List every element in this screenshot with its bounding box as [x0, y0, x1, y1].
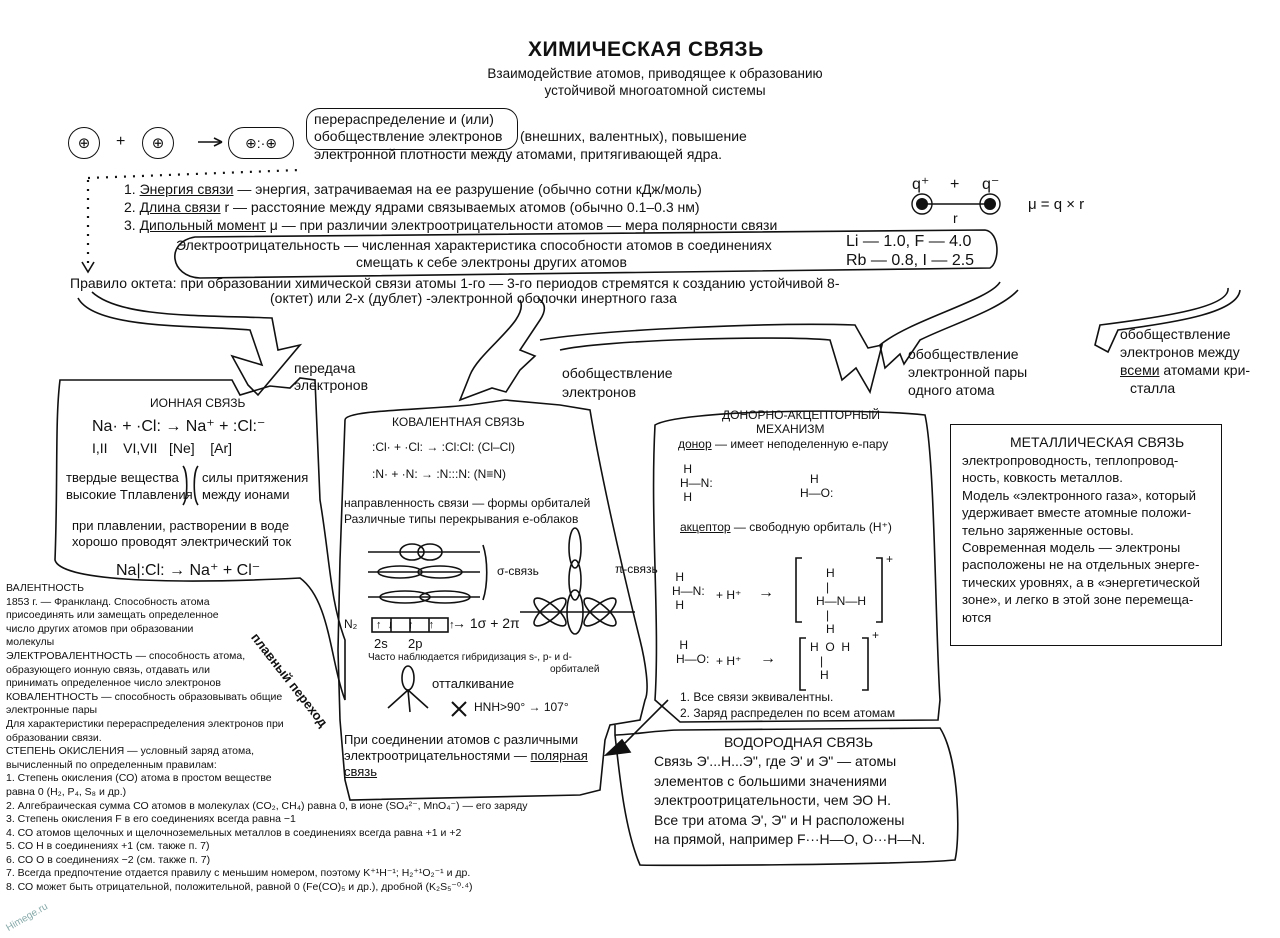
charge-plus-2: +	[872, 628, 880, 642]
plus-h-1: + H⁺	[716, 588, 742, 602]
arrow-label-pair-3: одного атома	[908, 382, 995, 398]
metallic-box	[950, 424, 1222, 646]
ionic-equation: Na· + ·Cl: → Na⁺ + :Cl:⁻	[92, 418, 266, 435]
page-title: ХИМИЧЕСКАЯ СВЯЗЬ	[528, 38, 764, 61]
arrow-label-pair-1: обобществление	[908, 346, 1019, 362]
arrow-label-sharing-1: обобществление	[562, 365, 673, 381]
plus-h-2: + H⁺	[716, 654, 742, 668]
pi-label: π-связь	[615, 562, 658, 576]
charge-negative: q⁻	[982, 176, 1000, 193]
hybrid-2: орбиталей	[550, 664, 600, 675]
orbital-2s: 2s	[374, 636, 388, 651]
water-structure-icon: H H—O:	[676, 638, 710, 666]
donor-definition: донор — имеет неподеленную е-пару	[678, 437, 889, 451]
charge-plus-1: +	[886, 552, 894, 566]
arrow-right-1: →	[758, 584, 774, 601]
arrow-label-pair-2: электронной пары	[908, 364, 1028, 380]
ionic-equation-2: Na|:Cl: → Na⁺ + Cl⁻	[116, 562, 261, 579]
valence-section: ВАЛЕНТНОСТЬ 1853 г. — Франкланд. Способн…	[6, 582, 528, 894]
orbital-2p: 2p	[408, 636, 423, 651]
polar-1: При соединении атомов с различными	[344, 732, 579, 747]
repulsion-label: отталкивание	[432, 676, 515, 691]
arrow-label-transfer-1: передача	[294, 360, 356, 376]
octet-rule-line-1: Правило октета: при образовании химическ…	[70, 275, 840, 291]
electronegativity-values-1: Li — 1.0, F — 4.0	[846, 233, 972, 250]
hydrogen-text: Связь Э'...H...Э", где Э' и Э" — атомы э…	[654, 753, 926, 847]
property-length: 2. Длина связи r — расстояние между ядра…	[124, 199, 700, 215]
distance-r: r	[953, 210, 958, 226]
water-structure-icon: H H—O:	[800, 472, 834, 500]
intro-line-3: электронной плотности между атомами, при…	[314, 146, 723, 162]
n2-label: N₂	[344, 617, 358, 631]
atom-icon: ⊕	[68, 127, 100, 159]
intro-boxed-line-2: обобществление электронов	[314, 128, 503, 144]
covalent-eq-2: :N· + ·N: → :N:::N: (N≡N)	[372, 467, 506, 481]
arrow-label-crystal-4: сталла	[1130, 380, 1176, 396]
hybrid-1: Часто наблюдается гибридизация s-, p- и …	[368, 652, 572, 663]
ammonia-structure-icon: H H—N: H	[680, 462, 713, 504]
ionic-right-1: силы притяжения	[202, 470, 309, 485]
ammonia-structure-icon: H H—N: H	[672, 570, 705, 612]
property-energy: 1. Энергия связи — энергия, затрачиваема…	[124, 181, 702, 197]
atom-icon: ⊕	[142, 127, 174, 159]
electronegativity-values-2: Rb — 0.8, I — 2.5	[846, 252, 975, 269]
n2-orbitals: ↑↓ ↑ ↑ ↑	[376, 619, 461, 631]
donor-note-2: 2. Заряд распределен по всем атомам	[680, 706, 896, 720]
polar-2: электроотрицательностями — полярная	[344, 748, 588, 763]
arrow-right-2: →	[760, 650, 776, 667]
hydrogen-title: ВОДОРОДНАЯ СВЯЗЬ	[724, 734, 874, 750]
arrow-label-crystal-3: всеми атомами кри-	[1120, 362, 1251, 378]
plus-sign: +	[116, 133, 126, 150]
electronegativity-line-2: смещать к себе электроны других атомов	[356, 254, 627, 270]
n2-result: → 1σ + 2π	[452, 615, 520, 631]
covalent-direction-1: направленность связи — формы орбиталей	[344, 496, 591, 510]
ionic-melt-2: хорошо проводят электрический ток	[72, 534, 292, 549]
property-dipole: 3. Дипольный момент μ — при различии эле…	[124, 217, 778, 233]
charge-positive: q⁺	[912, 176, 930, 193]
acceptor-definition: акцептор — свободную орбиталь (H⁺)	[680, 520, 892, 534]
covalent-title: КОВАЛЕНТНАЯ СВЯЗЬ	[392, 415, 525, 429]
intro-boxed-line-1: перераспределение и (или)	[314, 111, 494, 127]
ionic-groups: I,II VI,VII [Ne] [Ar]	[92, 440, 233, 456]
angle-label: HNH>90° → 107°	[474, 700, 569, 714]
ionic-title: ИОННАЯ СВЯЗЬ	[150, 396, 246, 410]
arrow-transfer	[77, 291, 303, 397]
ionic-right-2: между ионами	[202, 487, 290, 502]
electronegativity-line-1: Электроотрицательность — численная харак…	[176, 237, 772, 253]
hydronium-structure-icon: H O H | H	[810, 640, 851, 682]
arrow-label-sharing-2: электронов	[562, 384, 637, 400]
metallic-text: электропроводность, теплопровод- ность, …	[962, 453, 1200, 625]
covalent-direction-2: Различные типы перекрывания е-облаков	[344, 512, 579, 526]
intro-line-2-rest: (внешних, валентных), повышение	[520, 128, 747, 144]
arrow-label-crystal-2: электронов между	[1120, 344, 1240, 360]
donor-note-1: 1. Все связи эквивалентны.	[680, 690, 834, 704]
sigma-label: σ-связь	[497, 564, 539, 578]
arrow-label-transfer-2: электронов	[294, 377, 369, 393]
ammonium-structure-icon: H | H—N—H | H	[816, 566, 866, 636]
donor-title-1: ДОНОРНО-АКЦЕПТОРНЫЙ	[722, 408, 881, 422]
dipole-formula: μ = q × r	[1028, 196, 1085, 213]
arrow-label-crystal-1: обобществление	[1120, 326, 1231, 342]
metallic-title: МЕТАЛЛИЧЕСКАЯ СВЯЗЬ	[1010, 434, 1185, 450]
polar-3: связь	[344, 764, 378, 779]
ionic-melt-1: при плавлении, растворении в воде	[72, 518, 290, 533]
covalent-eq-1: :Cl· + ·Cl: → :Cl:Cl: (Cl–Cl)	[372, 440, 515, 454]
redistribution-box	[306, 108, 518, 150]
dipole-plus: +	[950, 176, 960, 193]
molecule-icon: ⊕:·⊕	[228, 127, 294, 159]
octet-rule-line-2: (октет) или 2-х (дублет) -электронной об…	[270, 290, 677, 306]
donor-title-2: МЕХАНИЗМ	[756, 422, 825, 436]
subtitle-line-1: Взаимодействие атомов, приводящее к обра…	[487, 66, 823, 81]
ionic-left-1: твердые вещества	[66, 470, 179, 485]
ionic-left-2: высокие Tплавления	[66, 487, 193, 502]
subtitle-line-2: устойчивой многоатомной системы	[544, 83, 766, 98]
